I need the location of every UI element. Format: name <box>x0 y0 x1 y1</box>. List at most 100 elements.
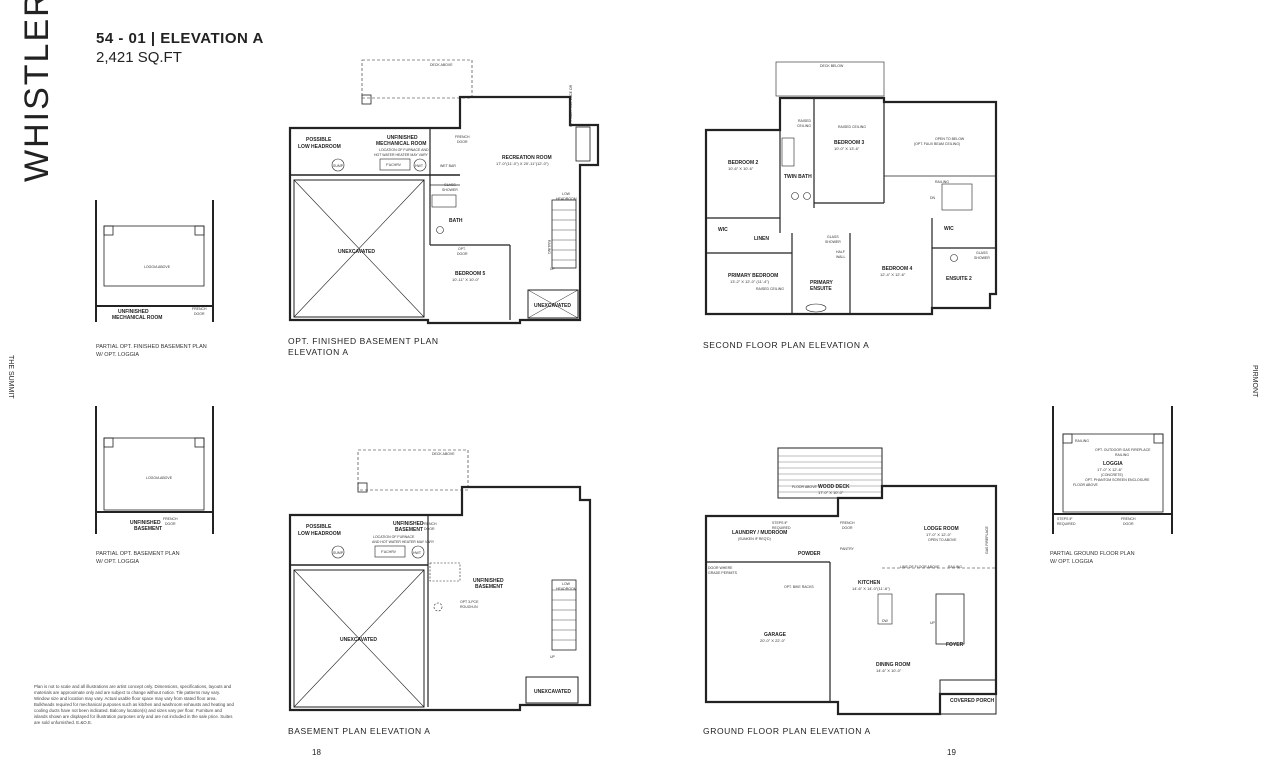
possible-label: POSSIBLE <box>306 137 332 143</box>
primary-bedroom-label: PRIMARY BEDROOM <box>728 273 778 279</box>
wet-bar-label: WET BAR <box>440 164 456 168</box>
opt-fireplace-label: OPT GAS FIREPLACE OR <box>569 84 573 127</box>
fireplace-label: GAS FIREPLACE <box>985 526 989 554</box>
opt-fireplace-label: OPT. OUTDOOR GAS FIREPLACE <box>1095 448 1151 452</box>
bedroom2-label: BEDROOM 2 <box>728 160 759 166</box>
loggia-above-label: LOGGIA ABOVE <box>146 476 173 480</box>
twin-bath-label: TWIN BATH <box>784 174 812 180</box>
stairs <box>941 183 973 211</box>
loggia-above-label: LOGGIA ABOVE <box>144 265 171 269</box>
dining-dim: 14'-6" X 10'-0" <box>876 668 902 673</box>
ground-floor-plan: FLOOR ABOVE WOOD DECK 17'-0" X 10'-0" LA… <box>704 447 998 716</box>
hwt-label: HWT <box>415 164 424 168</box>
powder-label: POWDER <box>798 551 821 557</box>
primary-bedroom-dim: 13'-2" X 12'-0" (11'-4") <box>730 279 770 284</box>
open-below-label-2: (OPT. FAUX BEAM CEILING) <box>914 142 960 146</box>
furnace-note: LOCATION OF FURNACE <box>373 535 415 539</box>
plan-label-line1: PARTIAL OPT. BASEMENT PLAN <box>96 551 180 557</box>
plan-label-opt-finished-basement: OPT. FINISHED BASEMENT PLAN ELEVATION A <box>288 336 439 358</box>
dn-label: DN <box>930 196 936 200</box>
sump-pit <box>331 158 345 172</box>
unexcavated-small-label: UNEXCAVATED <box>534 303 571 309</box>
opt-door-label-2: DOOR <box>457 252 468 256</box>
disclaimer-text: Plan is not to scale and all illustratio… <box>34 684 234 725</box>
unexcavated-small <box>527 289 579 319</box>
ensuite2-shower-label-2: SHOWER <box>974 256 990 260</box>
model-size: 2,421 SQ.FT <box>96 49 182 66</box>
garage-label: GARAGE <box>764 632 787 638</box>
stairs <box>935 593 965 645</box>
sump-label: SUMP <box>333 164 344 168</box>
bathtub <box>805 303 827 313</box>
dining-label: DINING ROOM <box>876 662 910 668</box>
recreation-room-dim: 17'-0"(11'-0") X 20'-11"(12'-0") <box>496 161 549 166</box>
loggia-dim: 17'-0" X 12'-6" <box>1097 467 1123 472</box>
steps-label-2: REQUIRED <box>772 526 791 530</box>
possible-label: POSSIBLE <box>306 524 332 530</box>
exterior-wall <box>288 95 600 325</box>
garage-dim: 20'-0" X 22'-0" <box>760 638 786 643</box>
fireplace <box>575 126 591 162</box>
side-label-right-text: PIRMONT <box>1251 365 1258 398</box>
french-door-label: FRENCH <box>840 521 855 525</box>
railing-label: RAILING <box>948 565 962 569</box>
side-label-left-text: THE SUMMIT <box>7 355 14 399</box>
basement-label: BASEMENT <box>134 526 162 532</box>
opt-door-label: OPT. <box>458 247 466 251</box>
plan-label-ground-floor: GROUND FLOOR PLAN ELEVATION A <box>703 726 871 736</box>
brand-vertical-title: WHISTLER <box>18 0 76 190</box>
laundry-label-2: (SUNKEN IF REQ'D) <box>738 537 771 541</box>
half-label: HALF <box>836 250 845 254</box>
low-headroom-label: LOW HEADROOM <box>298 144 341 150</box>
opt-3pce-label-2: ROUGH-IN <box>460 605 478 609</box>
wood-deck-label: WOOD DECK <box>818 484 850 490</box>
side-label-right: PIRMONT <box>1248 365 1262 425</box>
bike-racks-label: OPT. BIKE RACKS <box>784 585 814 589</box>
brand-text: WHISTLER <box>18 0 56 182</box>
opt-tub <box>429 562 461 582</box>
headroom-label: HEADROOM <box>556 587 577 591</box>
linen-label: LINEN <box>754 236 769 242</box>
unexcavated-small <box>525 676 579 704</box>
kitchen-label: KITCHEN <box>858 580 881 586</box>
plan-label-line1: OPT. FINISHED BASEMENT PLAN <box>288 336 439 346</box>
furnace-note-2: HOT WATER HEATER MAY VARY <box>374 153 429 157</box>
hwt-label: HWT <box>413 551 422 555</box>
opt-3pce-label: OPT 3-PCE <box>460 600 479 604</box>
furnace-note-2: AND HOT WATER HEATER MAY VARY <box>372 540 435 544</box>
lodge-room-dim: 17'-0" X 12'-0" <box>926 532 952 537</box>
plan-label-partial-opt-finished: PARTIAL OPT. FINISHED BASEMENT PLAN W/ O… <box>96 343 207 359</box>
page-number-left: 18 <box>312 748 321 757</box>
glass-shower-label-2: SHOWER <box>825 240 841 244</box>
raised-ceiling-b3-label: RAISED CEILING <box>838 125 866 129</box>
bedroom3-dim: 10'-0" X 13'-6" <box>834 146 860 151</box>
plan-label-line2: ELEVATION A <box>288 347 349 357</box>
floor-above-label: FLOOR ABOVE <box>792 485 818 489</box>
opt-finished-basement-plan: DECK ABOVE UNEXCAVATED POSSIBLE LOW HEAD… <box>288 59 600 325</box>
french-door-label-2: DOOR <box>1123 522 1134 526</box>
french-door-label: FRENCH <box>1121 517 1136 521</box>
wic2-label: WIC <box>944 226 954 232</box>
low-label: LOW <box>562 582 571 586</box>
exterior-wall <box>288 485 592 712</box>
lodge-room-label-2: OPEN TO ABOVE <box>928 538 957 542</box>
bedroom4-label: BEDROOM 4 <box>882 266 913 272</box>
open-below-label: OPEN TO BELOW <box>935 137 965 141</box>
partial-ground-floor-plan: RAILING OPT. OUTDOOR GAS FIREPLACE RAILI… <box>1052 406 1173 534</box>
pantry-label: PANTRY <box>840 547 855 551</box>
bath-label: BATH <box>449 218 463 224</box>
hrv-label: F'ACHRV <box>381 550 397 554</box>
french-door-label: FRENCH <box>422 522 437 526</box>
deck-above-label: DECK ABOVE <box>430 63 453 67</box>
unfinished-label: UNFINISHED <box>118 309 149 315</box>
bedroom5-dim: 10'-11" X 10'-0" <box>452 277 480 282</box>
covered-porch <box>939 679 997 715</box>
glass-shower-label-2: SHOWER <box>442 188 458 192</box>
hwt-tank <box>413 158 427 172</box>
toilet <box>436 226 444 234</box>
bedroom5-label: BEDROOM 5 <box>455 271 486 277</box>
shower <box>431 194 457 208</box>
wood-deck-dim: 17'-0" X 10'-0" <box>818 490 844 495</box>
post <box>361 94 372 105</box>
plan-label-partial-opt-basement: PARTIAL OPT. BASEMENT PLAN W/ OPT. LOGGI… <box>96 550 180 566</box>
